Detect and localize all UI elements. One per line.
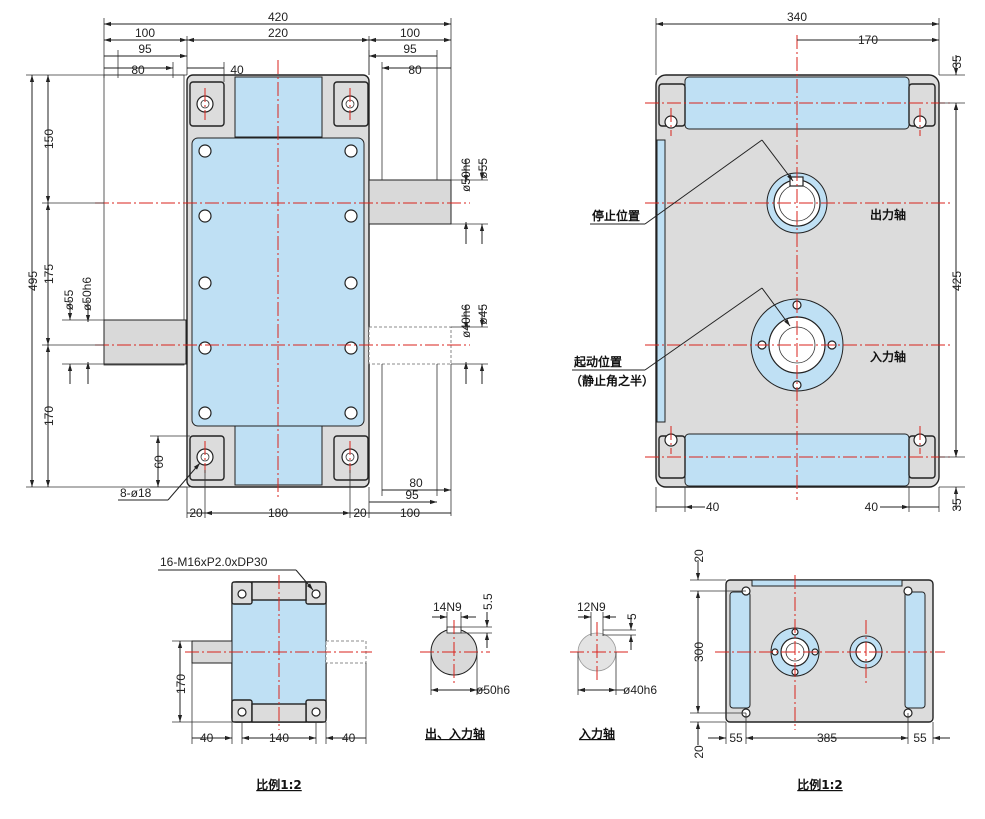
dim-35-bottom: 35 (950, 498, 964, 512)
dim-phi50h6-right: ø50h6 (459, 158, 473, 192)
dim-100-right: 100 (400, 26, 420, 40)
dim-40-small-left: 40 (200, 731, 214, 745)
dim-95-bottom: 95 (405, 488, 419, 502)
small-top-view: 20 300 20 55 385 55 比例1:2 (690, 549, 950, 792)
caption-key-2: 入力轴 (579, 726, 615, 741)
front-view: 420 220 100 100 95 95 80 80 40 495 150 1… (26, 10, 490, 520)
dim-40-small-right: 40 (342, 731, 356, 745)
right-output-shaft (368, 179, 452, 225)
dim-phi55-right: ø55 (476, 158, 490, 179)
dim-thread: 16-M16xP2.0xDP30 (160, 555, 268, 569)
key-detail-1: 14N9 5.5 ø50h6 出、入力轴 (420, 593, 510, 741)
dim-keyway-12: 12N9 (577, 600, 606, 614)
dim-35-top: 35 (950, 55, 964, 69)
dim-20-b: 20 (353, 506, 367, 520)
dim-20-bottom-small: 20 (692, 745, 706, 759)
small-front-view: 16-M16xP2.0xDP30 170 40 140 40 比例1:2 (158, 555, 372, 792)
dim-170: 170 (42, 406, 56, 426)
dim-40-left-side: 40 (706, 500, 720, 514)
dim-20-a: 20 (189, 506, 203, 520)
side-rail (656, 139, 666, 423)
dim-holes: 8-ø18 (120, 486, 152, 500)
dim-100-bottom: 100 (400, 506, 420, 520)
label-input-shaft: 入力轴 (870, 349, 906, 364)
dim-170-small: 170 (174, 674, 188, 694)
dim-420: 420 (268, 10, 288, 24)
dim-95-left: 95 (138, 42, 152, 56)
label-stop-position: 停止位置 (592, 208, 640, 223)
dim-80-left: 80 (131, 63, 145, 77)
dim-95-right: 95 (403, 42, 417, 56)
label-output-shaft: 出力轴 (870, 207, 906, 222)
dim-340: 340 (787, 10, 807, 24)
dim-phi50h6-left: ø50h6 (80, 277, 94, 311)
dim-80-bottom: 80 (409, 476, 423, 490)
dim-175: 175 (42, 264, 56, 284)
dim-140: 140 (269, 731, 289, 745)
side-view: 340 170 35 425 35 40 40 停止位置 出力轴 (570, 10, 965, 514)
dim-55-right: 55 (913, 731, 927, 745)
dim-phi45: ø45 (476, 304, 490, 325)
dim-220: 220 (268, 26, 288, 40)
scale-right: 比例1:2 (797, 777, 843, 792)
dim-40-right-side: 40 (865, 500, 879, 514)
label-start-note: （静止角之半） (570, 373, 654, 388)
dim-phi40h6: ø40h6 (459, 304, 473, 338)
dim-425: 425 (950, 271, 964, 291)
dim-depth-55: 5.5 (481, 593, 495, 610)
dim-150: 150 (42, 129, 56, 149)
caption-key-1: 出、入力轴 (425, 726, 485, 741)
dim-phi55-left: ø55 (62, 289, 76, 310)
dim-phi40h6-key: ø40h6 (623, 683, 657, 697)
dim-170-side: 170 (858, 33, 878, 47)
dim-300: 300 (692, 642, 706, 662)
dim-385: 385 (817, 731, 837, 745)
left-input-shaft (103, 319, 187, 365)
dim-495: 495 (26, 271, 40, 291)
scale-left: 比例1:2 (256, 777, 302, 792)
dim-20-top-small: 20 (692, 549, 706, 563)
dim-phi50h6-key: ø50h6 (476, 683, 510, 697)
dim-55-left: 55 (729, 731, 743, 745)
dim-100-left: 100 (135, 26, 155, 40)
dim-depth-5: 5 (625, 613, 639, 620)
dim-60: 60 (152, 455, 166, 469)
label-start-position: 起动位置 (573, 354, 622, 369)
dim-40-top: 40 (230, 63, 244, 77)
dim-keyway-14: 14N9 (433, 600, 462, 614)
dim-80-right: 80 (408, 63, 422, 77)
dim-180: 180 (268, 506, 288, 520)
key-detail-2: 12N9 5 ø40h6 入力轴 (570, 600, 657, 741)
